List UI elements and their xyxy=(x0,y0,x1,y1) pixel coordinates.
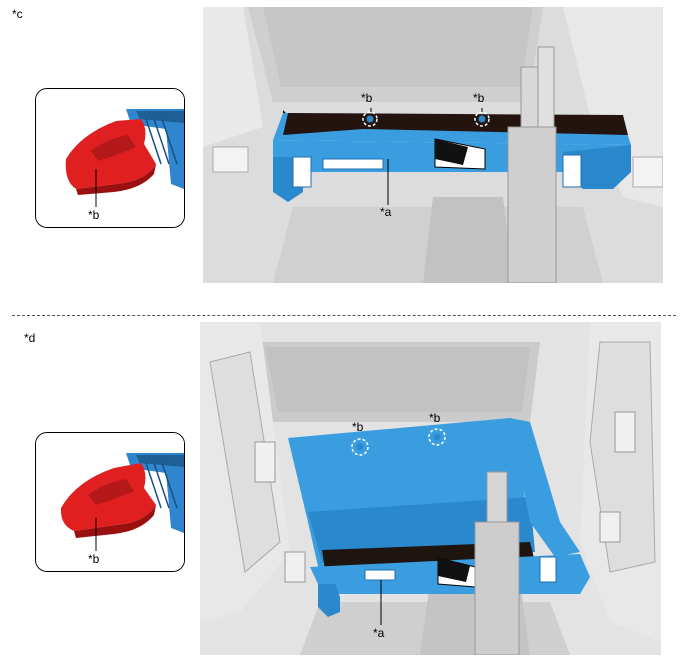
main-figure-d: *a *b *b xyxy=(200,322,661,655)
main-figure-c: *a *b *b xyxy=(203,7,663,283)
section-divider xyxy=(12,315,676,316)
label-b-right-c: *b xyxy=(473,91,485,105)
label-b-left-d: *b xyxy=(352,420,364,434)
console-panel-illustration-d xyxy=(200,322,661,655)
inset-label-b-c: *b xyxy=(88,208,100,222)
label-a-d: *a xyxy=(373,626,385,640)
detail-inset-d: *b xyxy=(35,432,185,572)
detail-inset-c: *b xyxy=(35,88,185,228)
inset-label-b-d: *b xyxy=(88,552,100,566)
label-a-c: *a xyxy=(380,205,392,219)
label-b-left-c: *b xyxy=(361,91,373,105)
section-tag-c: *c xyxy=(12,7,23,21)
clip-detail-illustration xyxy=(36,89,184,227)
clip-detail-illustration xyxy=(36,433,184,571)
label-b-right-d: *b xyxy=(429,411,441,425)
section-tag-d: *d xyxy=(24,331,36,345)
console-panel-illustration-c xyxy=(203,7,663,283)
